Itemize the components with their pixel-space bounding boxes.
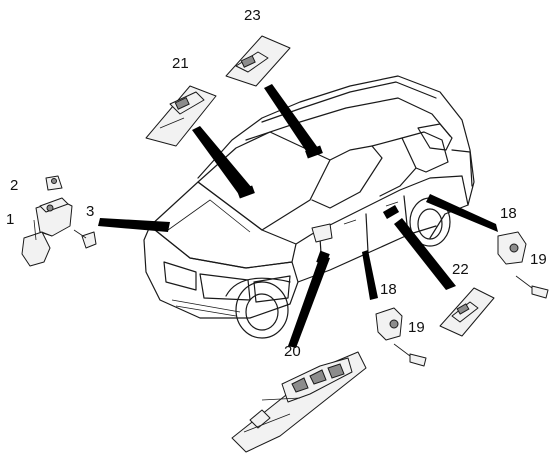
callout-20: 20 [284, 343, 301, 360]
callout-19-upper: 19 [530, 251, 547, 268]
part-18-rear-switch-lower [375, 307, 403, 341]
leader-lines [98, 84, 498, 348]
callout-labels: 1 2 3 18 18 19 19 20 21 22 23 [6, 7, 547, 360]
part-18-rear-switch-upper [497, 231, 527, 265]
callout-22: 22 [452, 261, 469, 278]
part-22-rear-window-switch [439, 287, 495, 337]
callout-18-upper: 18 [500, 205, 517, 222]
part-21-window-switch [145, 85, 217, 147]
part-19-screw-upper [515, 275, 549, 299]
callout-1: 1 [6, 211, 14, 228]
part-19-screw-lower [393, 343, 427, 367]
callout-23: 23 [244, 7, 261, 24]
callout-3: 3 [86, 203, 94, 220]
part-2-knob [45, 175, 63, 191]
part-23-window-switch [225, 35, 291, 87]
callout-18-lower: 18 [380, 281, 397, 298]
callout-2: 2 [10, 177, 18, 194]
part-1-mirror-switch [21, 197, 73, 267]
part-3-screw [73, 229, 97, 249]
callout-19-lower: 19 [408, 319, 425, 336]
callout-21: 21 [172, 55, 189, 72]
part-20-master-switch [231, 351, 367, 453]
